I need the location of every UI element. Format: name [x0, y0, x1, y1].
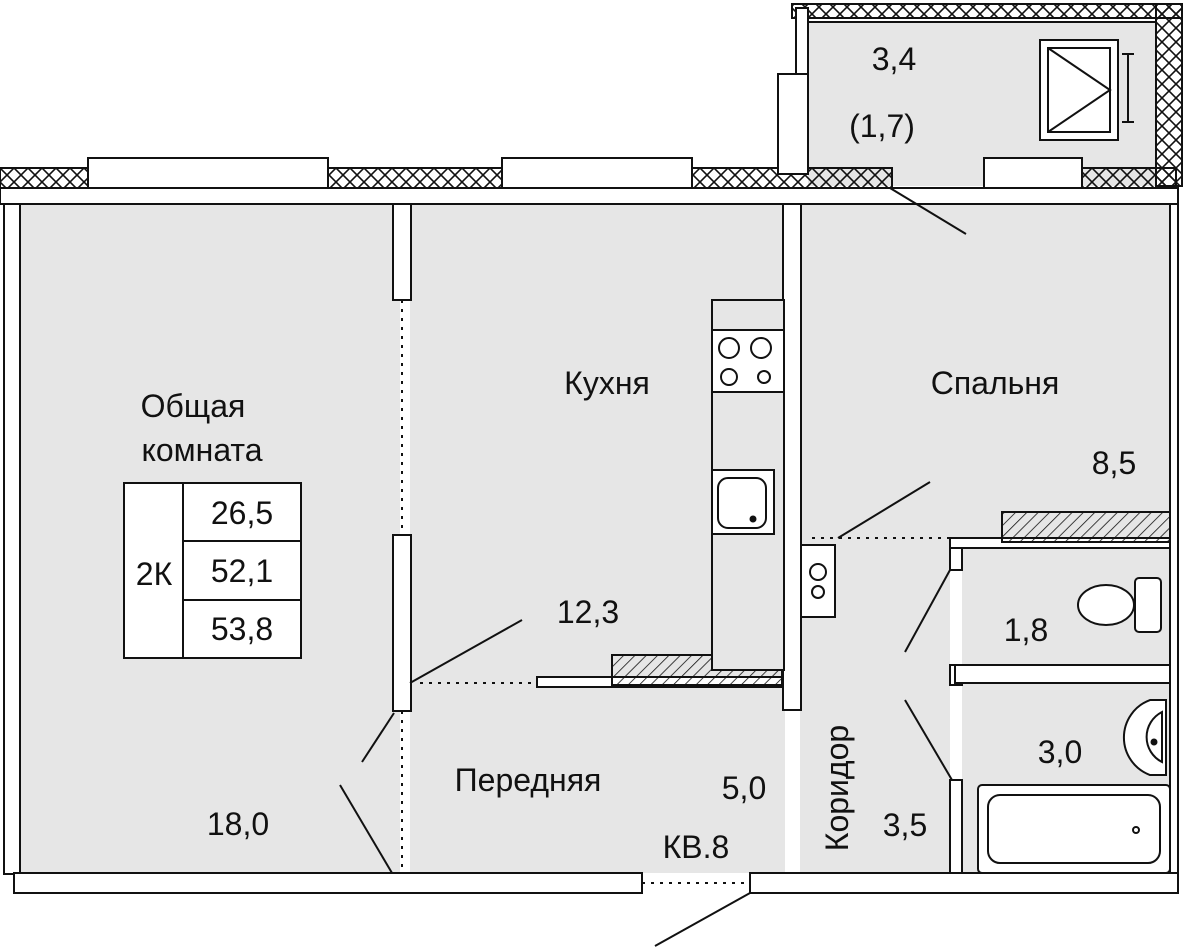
top-wall — [0, 187, 1179, 205]
toilet-icon — [1077, 577, 1162, 633]
balcony-wall-insulation — [791, 3, 1183, 19]
wc-area: 1,8 — [1004, 612, 1048, 648]
balcony-area: 3,4 — [872, 41, 916, 77]
bottom-wall — [749, 872, 1179, 894]
top-wall-insulation — [327, 167, 503, 189]
kitchen-living-partition — [392, 534, 412, 712]
window — [87, 157, 329, 189]
doors — [339, 187, 967, 947]
washbasin-icon — [1123, 699, 1167, 776]
corridor-area: 3,5 — [883, 807, 927, 843]
kitchen-living-partition — [392, 203, 412, 301]
corridor-name: Коридор — [819, 725, 855, 851]
bottom-wall — [13, 872, 643, 894]
bath-wall — [949, 779, 963, 874]
apartment-summary-table — [123, 482, 302, 659]
living-room-name-line1: Общая — [141, 388, 246, 424]
bedroom-floor — [800, 205, 1170, 538]
bath-area: 3,0 — [1038, 734, 1082, 770]
wc-partition-hatch — [1001, 511, 1171, 543]
living-area-value: 26,5 — [211, 495, 273, 531]
kitchen-area: 12,3 — [557, 594, 619, 630]
total-with-balcony-value: 53,8 — [211, 611, 273, 647]
right-wall — [1169, 203, 1179, 875]
window — [983, 157, 1083, 189]
balcony-wall-insulation — [1155, 3, 1183, 187]
hall-floor — [410, 683, 785, 873]
window — [501, 157, 693, 189]
bedroom-area: 8,5 — [1092, 445, 1136, 481]
total-area-value: 52,1 — [211, 553, 273, 589]
hall-area: 5,0 — [722, 770, 766, 806]
kitchen-name: Кухня — [564, 365, 650, 401]
stove-icon — [711, 329, 785, 393]
living-room-name-line2: комната — [141, 432, 262, 468]
wc-bath-partition — [954, 664, 1171, 684]
left-wall — [3, 203, 21, 875]
openings — [401, 187, 984, 884]
sink-icon — [711, 469, 775, 535]
balcony-wall — [807, 17, 1157, 23]
living-room-area: 18,0 — [207, 806, 269, 842]
top-wall-insulation — [0, 167, 89, 189]
balcony-left-wall — [795, 7, 809, 75]
boiler-icon — [800, 544, 836, 618]
apartment-number: КВ.8 — [663, 829, 730, 865]
balcony-column — [777, 73, 809, 175]
ventilation-shaft-icon — [1039, 39, 1134, 141]
bedroom-name: Спальня — [931, 365, 1060, 401]
balcony-reduced-area: (1,7) — [849, 108, 915, 144]
hall-name: Передняя — [455, 762, 602, 798]
walls — [0, 3, 1183, 894]
apartment-type: 2К — [136, 556, 173, 592]
bathtub-icon — [977, 784, 1171, 874]
kitchen-bedroom-wall — [782, 203, 802, 711]
